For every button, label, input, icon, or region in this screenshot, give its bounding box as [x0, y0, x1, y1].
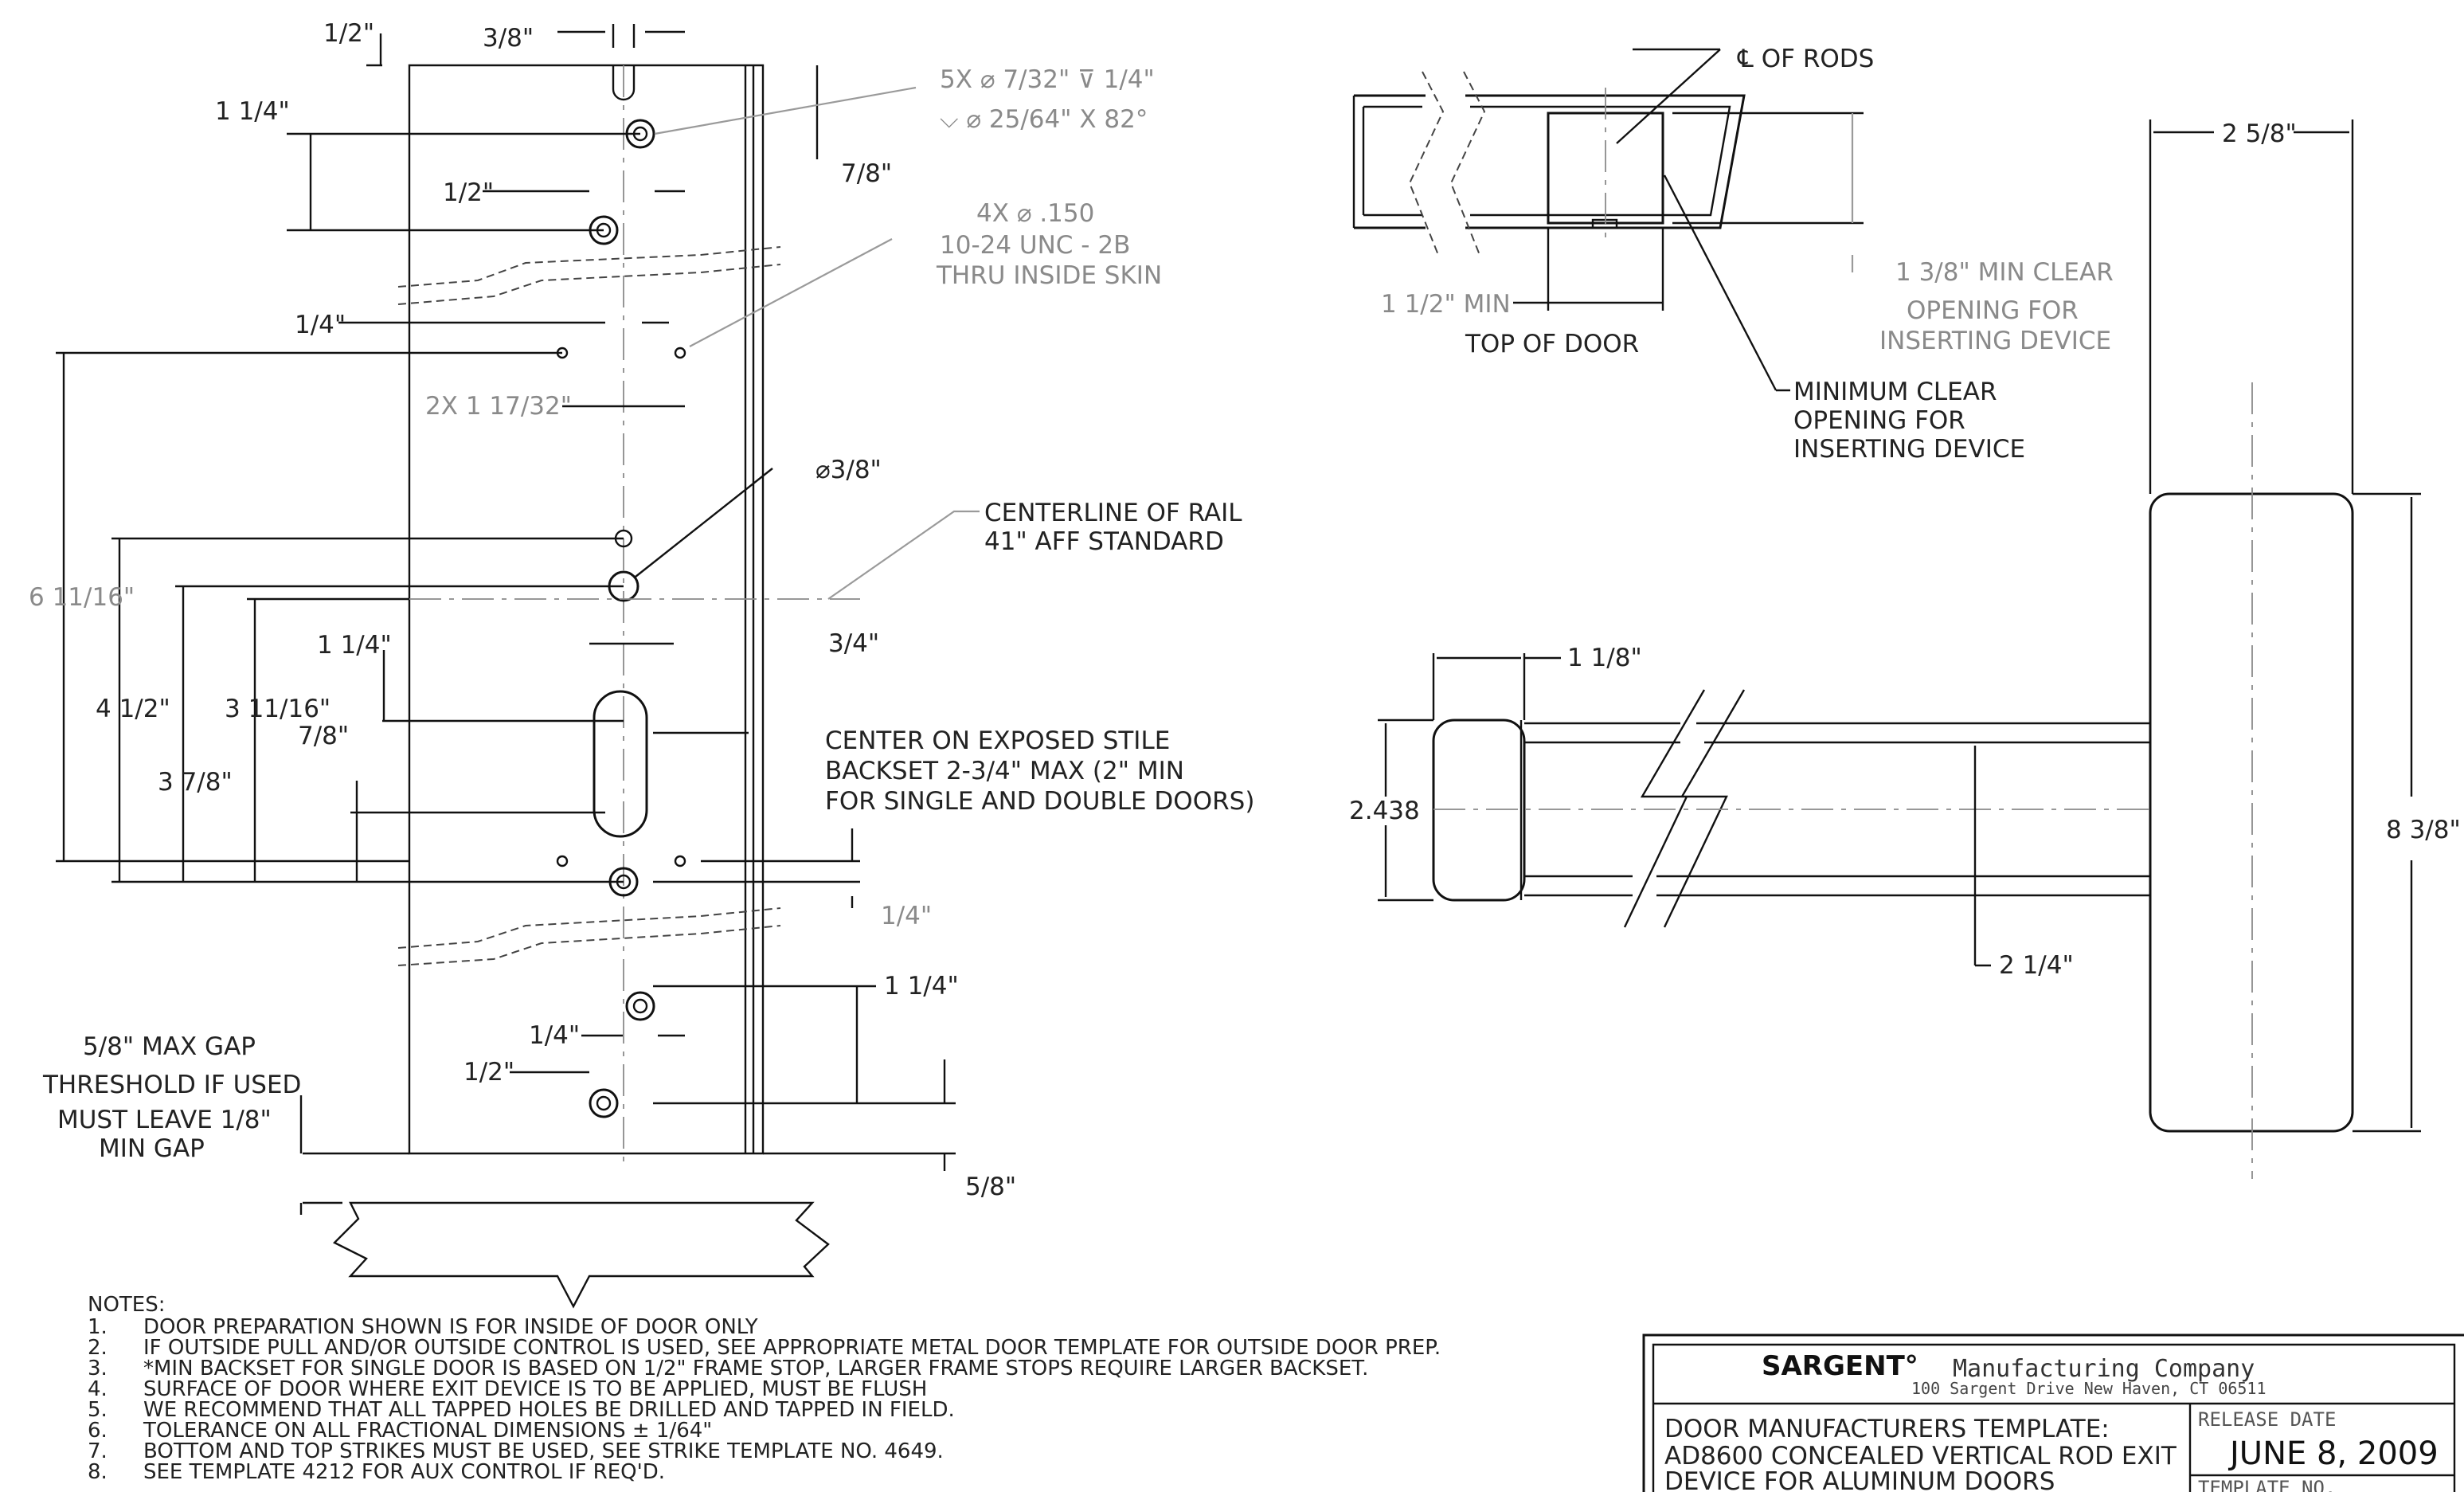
- dim-three-quarter: 3/4": [828, 629, 879, 658]
- label-cl-rods: ℄ OF RODS: [1737, 45, 1874, 73]
- dim-height-8-3-8: 8 3/8": [2386, 816, 2461, 844]
- dim-clear-1-3-8: 1 3/8" MIN CLEAR: [1895, 258, 2114, 287]
- dim-height-total: 6 11/16": [29, 583, 135, 612]
- dim-half-a: 1/2": [443, 178, 494, 207]
- center-slot: [593, 690, 648, 838]
- callout-gap-line1: 5/8" MAX GAP: [83, 1032, 256, 1061]
- note-num-1: 1.: [88, 1315, 108, 1339]
- note-num-3: 3.: [88, 1357, 108, 1380]
- rail-left: [1524, 722, 1680, 897]
- end-cap: [1432, 719, 1526, 902]
- dim-seven-eighths-mid: 7/8": [298, 722, 349, 750]
- dim-three-seven-eighths: 3 7/8": [158, 768, 233, 797]
- template-no-label: TEMPLATE NO.: [2198, 1477, 2336, 1492]
- label-min-clear-line1: MINIMUM CLEAR: [1793, 378, 1997, 406]
- rail-break: [1623, 689, 1746, 928]
- callout-holes4-line2: 10-24 UNC - 2B: [940, 231, 1130, 260]
- company-name: Manufacturing Company: [1953, 1355, 2255, 1383]
- note-text-3: *MIN BACKSET FOR SINGLE DOOR IS BASED ON…: [143, 1357, 1368, 1380]
- callout-stile-line1: CENTER ON EXPOSED STILE: [825, 726, 1170, 755]
- dim-quarter-b: 1/4": [881, 902, 932, 930]
- callout-gap-line4: MIN GAP: [99, 1134, 205, 1163]
- callout-holes4-line3: THRU INSIDE SKIN: [936, 261, 1162, 290]
- callout-gap-line3: MUST LEAVE 1/8": [57, 1106, 272, 1134]
- stile-outline: [408, 64, 765, 1155]
- note-num-8: 8.: [88, 1460, 108, 1484]
- callout-gap-line2: THRESHOLD IF USED: [42, 1071, 301, 1099]
- mounting-holes: [556, 119, 686, 1118]
- floor-symbol: [332, 1201, 830, 1309]
- label-min-clear-line3: INSERTING DEVICE: [1793, 435, 2025, 464]
- callout-centerline-line1: CENTERLINE OF RAIL: [984, 499, 1242, 527]
- dim-slot-width: 3/8": [483, 24, 534, 53]
- callout-holes5-line1: 5X ⌀ 7/32" ⊽ 1/4": [940, 65, 1155, 94]
- dim-height-2438: 2.438: [1349, 797, 1420, 825]
- callout-stile-line3: FOR SINGLE AND DOUBLE DOORS): [825, 787, 1254, 816]
- note-num-5: 5.: [88, 1398, 108, 1422]
- label-min-clear-line2: OPENING FOR: [1793, 406, 1965, 435]
- top-slot: [612, 65, 636, 101]
- note-text-2: IF OUTSIDE PULL AND/OR OUTSIDE CONTROL I…: [143, 1336, 1441, 1360]
- note-text-4: SURFACE OF DOOR WHERE EXIT DEVICE IS TO …: [143, 1377, 927, 1401]
- release-date: JUNE 8, 2009: [2227, 1435, 2439, 1472]
- dim-quarter-a: 1/4": [295, 311, 346, 339]
- brand-logo: SARGENT°: [1762, 1350, 1918, 1382]
- dim-four-half: 4 1/2": [96, 695, 170, 723]
- dim-two-x: 2X 1 17/32": [425, 392, 572, 421]
- title-line1: DOOR MANUFACTURERS TEMPLATE:: [1664, 1415, 2110, 1443]
- mechanism-case: [2149, 492, 2354, 1133]
- dim-one-quarter-mid: 1 1/4": [317, 631, 392, 660]
- note-text-8: SEE TEMPLATE 4212 FOR AUX CONTROL IF REQ…: [143, 1460, 665, 1484]
- dim-half-b: 1/2": [463, 1058, 514, 1087]
- release-date-label: RELEASE DATE: [2198, 1408, 2336, 1431]
- dim-one-quarter-bot: 1 1/4": [884, 972, 959, 1001]
- rail-right: [1656, 722, 2150, 897]
- dim-width-2-5-8: 2 5/8": [2222, 119, 2297, 148]
- dim-width-1-1-8: 1 1/8": [1567, 644, 1642, 672]
- note-num-4: 4.: [88, 1377, 108, 1401]
- dim-first-hole: 1 1/4": [215, 97, 290, 126]
- dim-diam-three-eighths: ⌀3/8": [815, 456, 882, 484]
- dim-seven-eighths-top: 7/8": [841, 159, 892, 188]
- notes-block: NOTES: 1. DOOR PREPARATION SHOWN IS FOR …: [88, 1293, 1441, 1484]
- label-opening-line1: OPENING FOR: [1907, 296, 2079, 325]
- dim-depth-2-1-4: 2 1/4": [1999, 951, 2074, 980]
- note-text-1: DOOR PREPARATION SHOWN IS FOR INSIDE OF …: [143, 1315, 758, 1339]
- top-of-door-view: ℄ OF RODS 1 1/2" MIN TOP OF DOOR 1 3/8" …: [1352, 45, 2114, 464]
- break-line-top: [397, 246, 781, 305]
- dimension-lines-left: [56, 24, 956, 1171]
- title-line2: AD8600 CONCEALED VERTICAL ROD EXIT: [1664, 1442, 2177, 1470]
- callout-holes4-line1: 4X ⌀ .150: [976, 199, 1094, 228]
- dim-top-door-min: 1 1/2" MIN: [1381, 290, 1511, 319]
- device-side-view: 2 5/8" 1 1/8" 2.438 8 3/8" 2 1/4": [1349, 119, 2461, 1179]
- note-text-6: TOLERANCE ON ALL FRACTIONAL DIMENSIONS ±…: [143, 1419, 712, 1443]
- dim-five-eighths-bot: 5/8": [965, 1173, 1016, 1201]
- note-num-6: 6.: [88, 1419, 108, 1443]
- title-block: SARGENT° Manufacturing Company 100 Sarge…: [1642, 1333, 2464, 1492]
- note-text-5: WE RECOMMEND THAT ALL TAPPED HOLES BE DR…: [143, 1398, 955, 1422]
- break-line-bottom: [397, 907, 781, 966]
- note-num-2: 2.: [88, 1336, 108, 1360]
- callout-stile-line2: BACKSET 2-3/4" MAX (2" MIN: [825, 757, 1184, 785]
- title-line3: DEVICE FOR ALUMINUM DOORS: [1664, 1467, 2055, 1492]
- leader-lines-left: [635, 86, 917, 578]
- callout-centerline-line2: 41" AFF STANDARD: [984, 527, 1224, 556]
- notes-heading: NOTES:: [88, 1293, 166, 1317]
- door-stile-view: 1/2" 3/8" 1 1/4" 1/2" 1/4" 7/8" 2X 1 17/…: [29, 19, 1254, 1309]
- callout-holes5-line2: ⌵ ⌀ 25/64" X 82°: [940, 105, 1148, 134]
- dim-three-eleven: 3 11/16": [225, 695, 330, 723]
- note-text-7: BOTTOM AND TOP STRIKES MUST BE USED, SEE…: [143, 1439, 944, 1463]
- label-opening-line2: INSERTING DEVICE: [1879, 327, 2111, 355]
- dim-top-half: 1/2": [323, 19, 374, 48]
- label-top-of-door: TOP OF DOOR: [1465, 330, 1639, 358]
- note-num-7: 7.: [88, 1439, 108, 1463]
- company-address: 100 Sargent Drive New Haven, CT 06511: [1911, 1379, 2266, 1398]
- dim-quarter-c: 1/4": [529, 1021, 580, 1050]
